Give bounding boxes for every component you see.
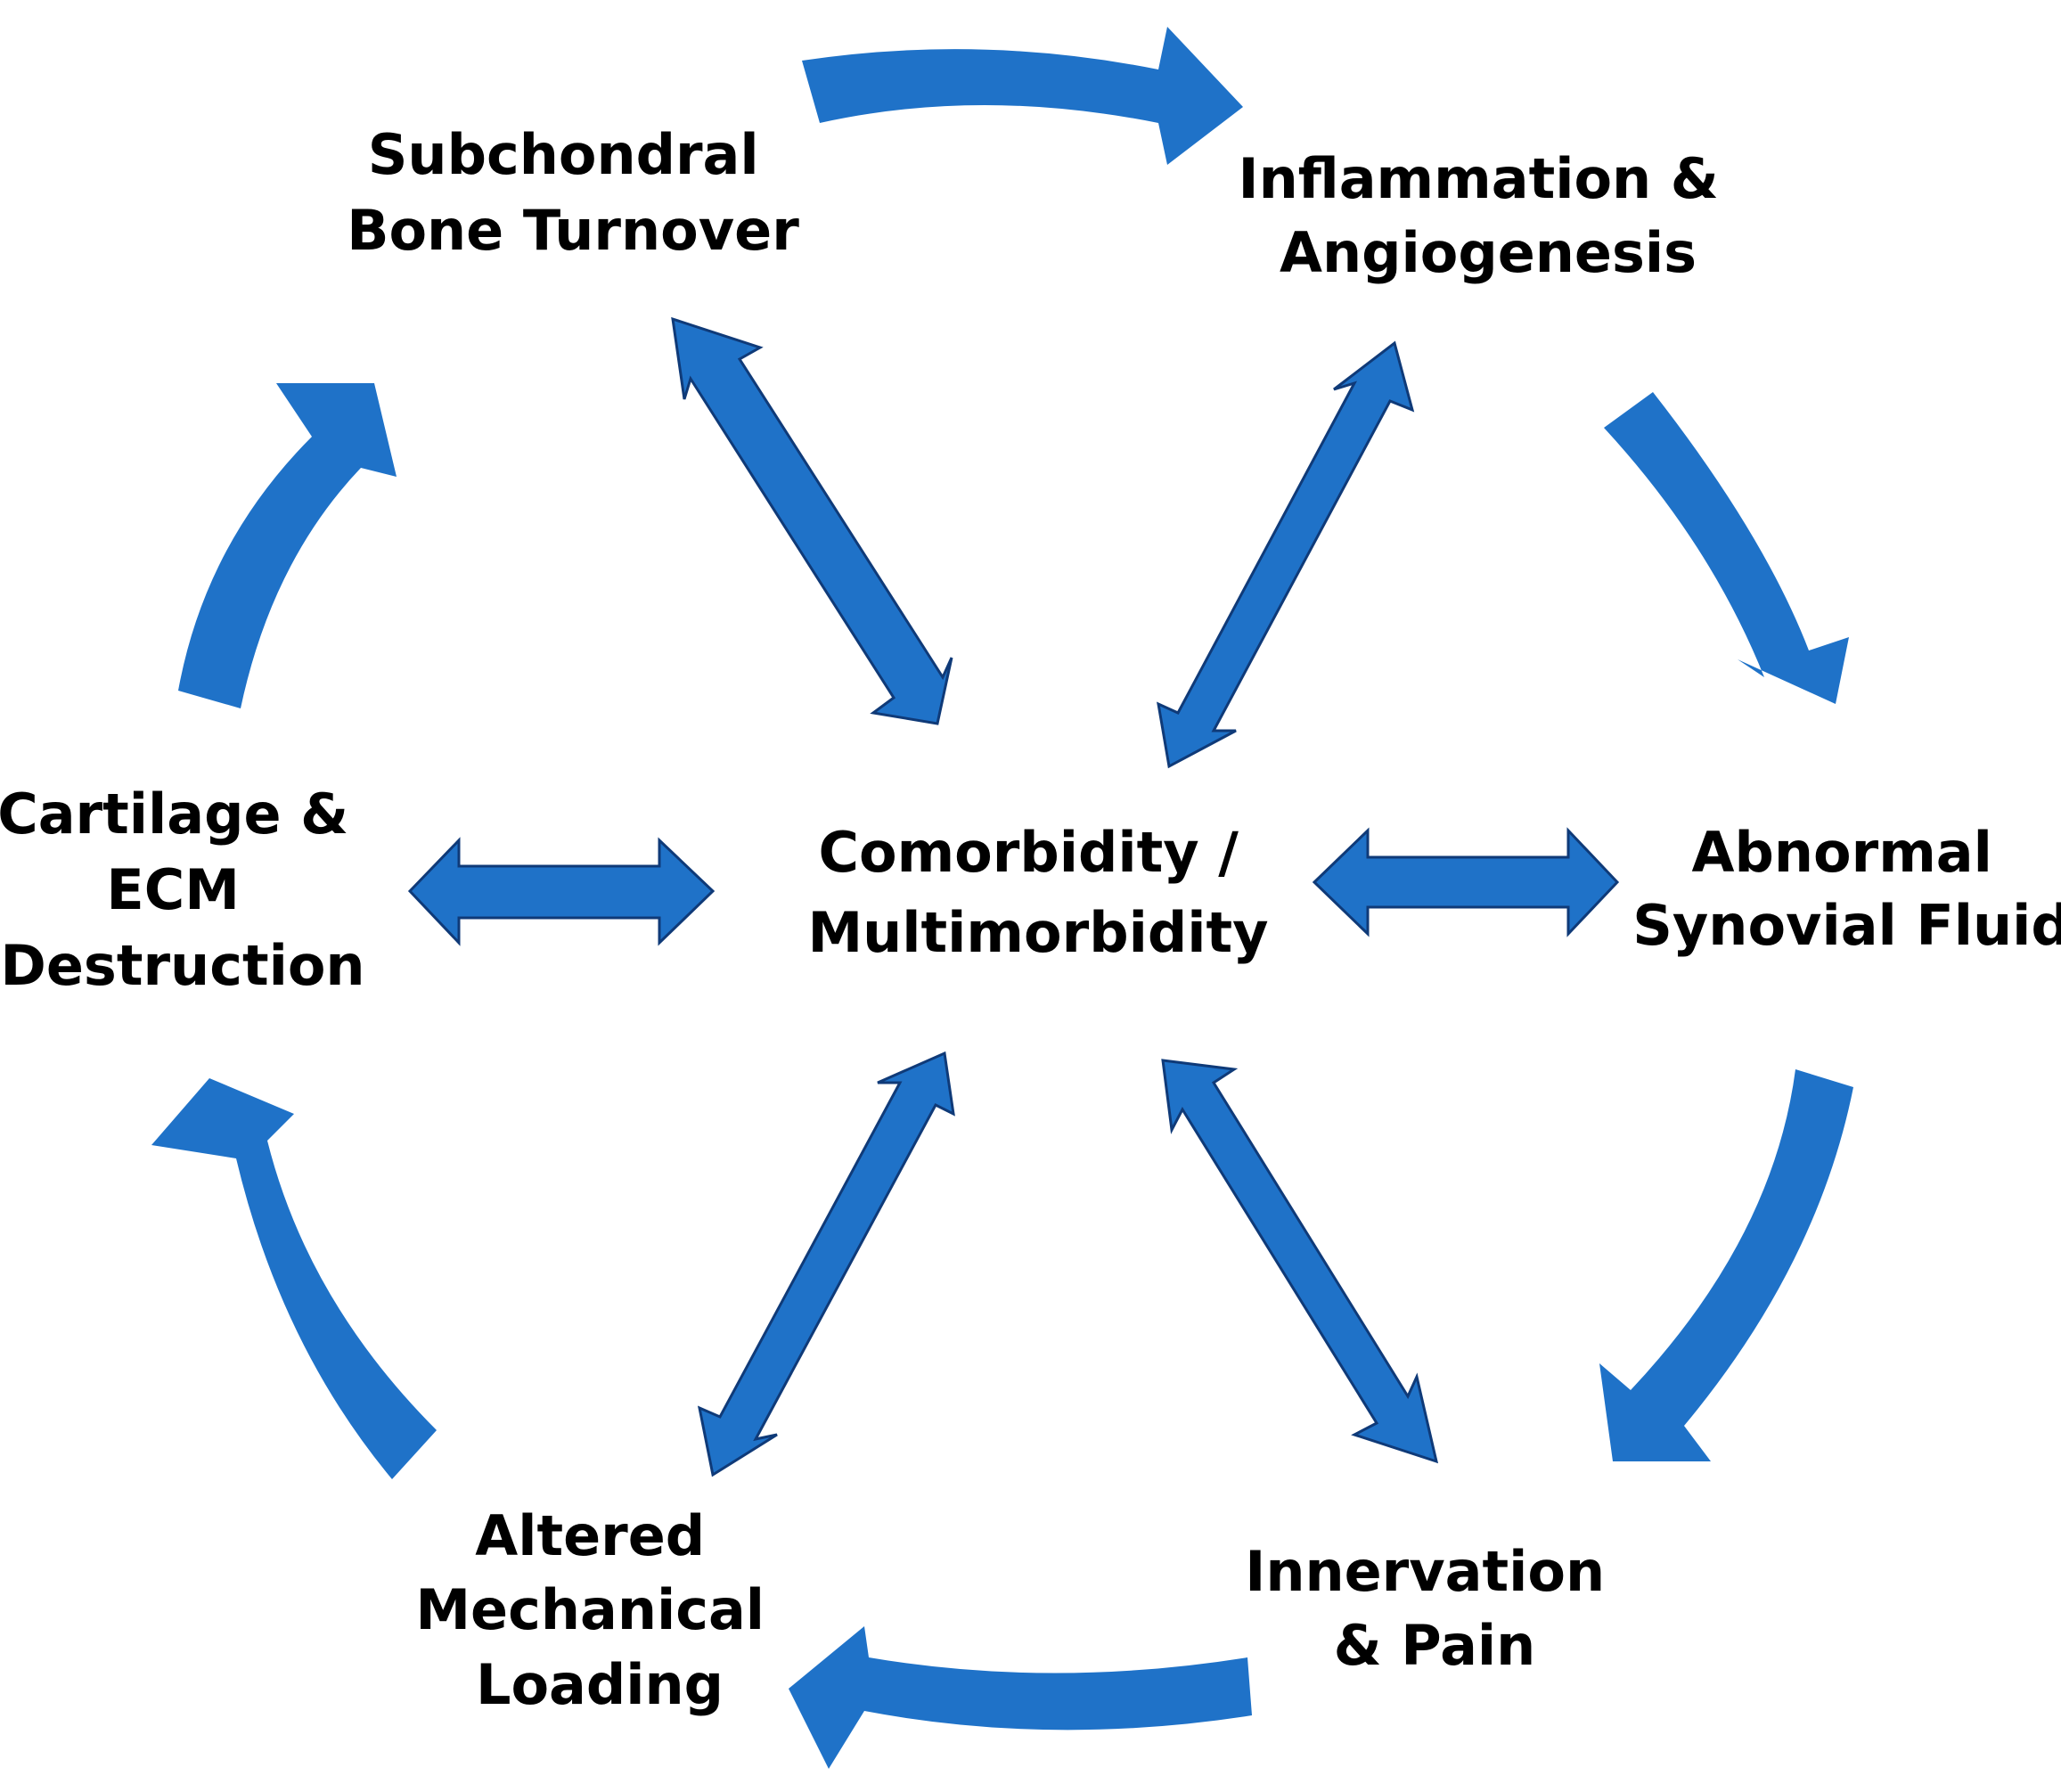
subchondral-label: Subchondral Bone Turnover [347, 122, 799, 263]
cycle-arrow-cartilage-to-subchondral [178, 383, 397, 708]
cycle-arrow-innervation-to-mechanical [789, 1626, 1252, 1769]
cartilage-label: Cartilage & ECM Destruction [0, 781, 368, 998]
inflammation-label: Inflammation & Angiogenesis [1239, 146, 1738, 285]
link-innervation-center-arrow [1161, 1059, 1439, 1464]
node-labels: Comorbidity / Multimorbidity Subchondral… [0, 122, 2061, 1717]
link-subchondral-center-arrow [671, 316, 953, 725]
synovial-label: Abnormal Synovial Fluid [1632, 820, 2061, 958]
cycle-arrow-subchondral-to-inflammation [802, 27, 1243, 165]
cycle-arrow-synovial-to-innervation [1599, 1069, 1853, 1461]
link-inflammation-center-arrow [1157, 340, 1415, 769]
cycle-arrow-inflammation-to-synovial [1604, 392, 1849, 704]
link-synovial-center-arrow [1312, 827, 1620, 937]
mechanical-label: Altered Mechanical Loading [415, 1503, 783, 1717]
link-mechanical-center-arrow [697, 1051, 955, 1477]
cycle-arrow-mechanical-to-cartilage [151, 1078, 437, 1479]
center-links [407, 316, 1620, 1477]
innervation-label: Innervation & Pain [1245, 1539, 1623, 1678]
center-label: Comorbidity / Multimorbidity [807, 820, 1268, 965]
cycle-arrows [151, 27, 1853, 1769]
link-cartilage-center-arrow [407, 837, 716, 946]
